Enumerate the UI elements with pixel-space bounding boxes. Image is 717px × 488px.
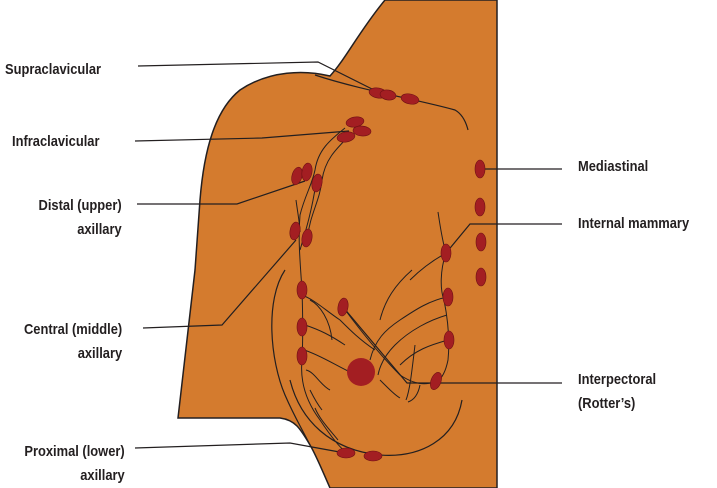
node-supraclavicular <box>379 89 397 101</box>
node-distal-axillary <box>291 166 303 186</box>
label-proximal-axillary: Proximal (lower) axillary <box>25 440 125 488</box>
label-line: Interpectoral <box>578 371 657 388</box>
node-interpectoral <box>337 297 349 317</box>
leader-central-axillary <box>142 239 297 329</box>
node-mediastinal <box>474 197 486 217</box>
label-line: axillary <box>80 467 125 484</box>
arm-contour-line <box>271 269 311 446</box>
label-mediastinal: Mediastinal <box>578 155 648 179</box>
leader-infraclavicular <box>134 130 350 142</box>
leader-lines <box>134 61 562 454</box>
node-mediastinal <box>475 267 487 287</box>
node-infraclavicular <box>336 131 356 143</box>
label-line: Mediastinal <box>578 158 649 175</box>
label-supraclavicular: Supraclavicular <box>5 58 101 82</box>
leader-proximal-axillary <box>134 442 346 454</box>
node-mediastinal <box>474 159 486 179</box>
nipple-tumor-site <box>347 358 375 386</box>
node-distal-axillary <box>289 221 301 241</box>
node-central-axillary <box>296 346 308 366</box>
node-supraclavicular <box>400 93 420 105</box>
label-line: axillary <box>77 345 122 362</box>
label-line: Supraclavicular <box>5 61 102 78</box>
node-proximal-axillary <box>336 447 356 459</box>
label-line: Proximal (lower) <box>24 443 125 460</box>
lymph-nodes <box>289 87 487 462</box>
label-line: Central (middle) <box>23 321 122 338</box>
torso-silhouette <box>177 0 498 488</box>
label-distal-axillary: Distal (upper) axillary <box>39 194 122 242</box>
label-internal-mammary: Internal mammary <box>578 212 689 236</box>
shoulder-contour-line <box>314 74 469 131</box>
label-line: Infraclavicular <box>12 133 100 150</box>
label-infraclavicular: Infraclavicular <box>12 130 99 154</box>
node-proximal-axillary <box>363 450 383 462</box>
node-internal-mammary <box>440 243 452 263</box>
leader-internal-mammary <box>445 223 562 254</box>
node-internal-mammary <box>442 287 454 307</box>
leader-interpectoral <box>342 306 562 384</box>
label-central-axillary: Central (middle) axillary <box>24 318 122 366</box>
label-line: Internal mammary <box>578 215 690 232</box>
node-infraclavicular <box>352 125 372 137</box>
node-internal-mammary <box>443 330 455 350</box>
node-distal-axillary <box>301 228 313 248</box>
label-interpectoral: Interpectoral (Rotter’s) <box>578 368 656 416</box>
node-central-axillary <box>296 280 308 300</box>
label-line: (Rotter’s) <box>578 395 636 412</box>
leader-distal-axillary <box>137 180 306 205</box>
node-distal-axillary <box>311 173 323 193</box>
leader-supraclavicular <box>137 61 379 93</box>
node-central-axillary <box>296 317 308 337</box>
node-mediastinal <box>475 232 487 252</box>
label-line: Distal (upper) <box>38 197 122 214</box>
node-interpectoral <box>430 372 442 390</box>
label-line: axillary <box>77 221 122 238</box>
node-distal-axillary <box>301 162 313 182</box>
